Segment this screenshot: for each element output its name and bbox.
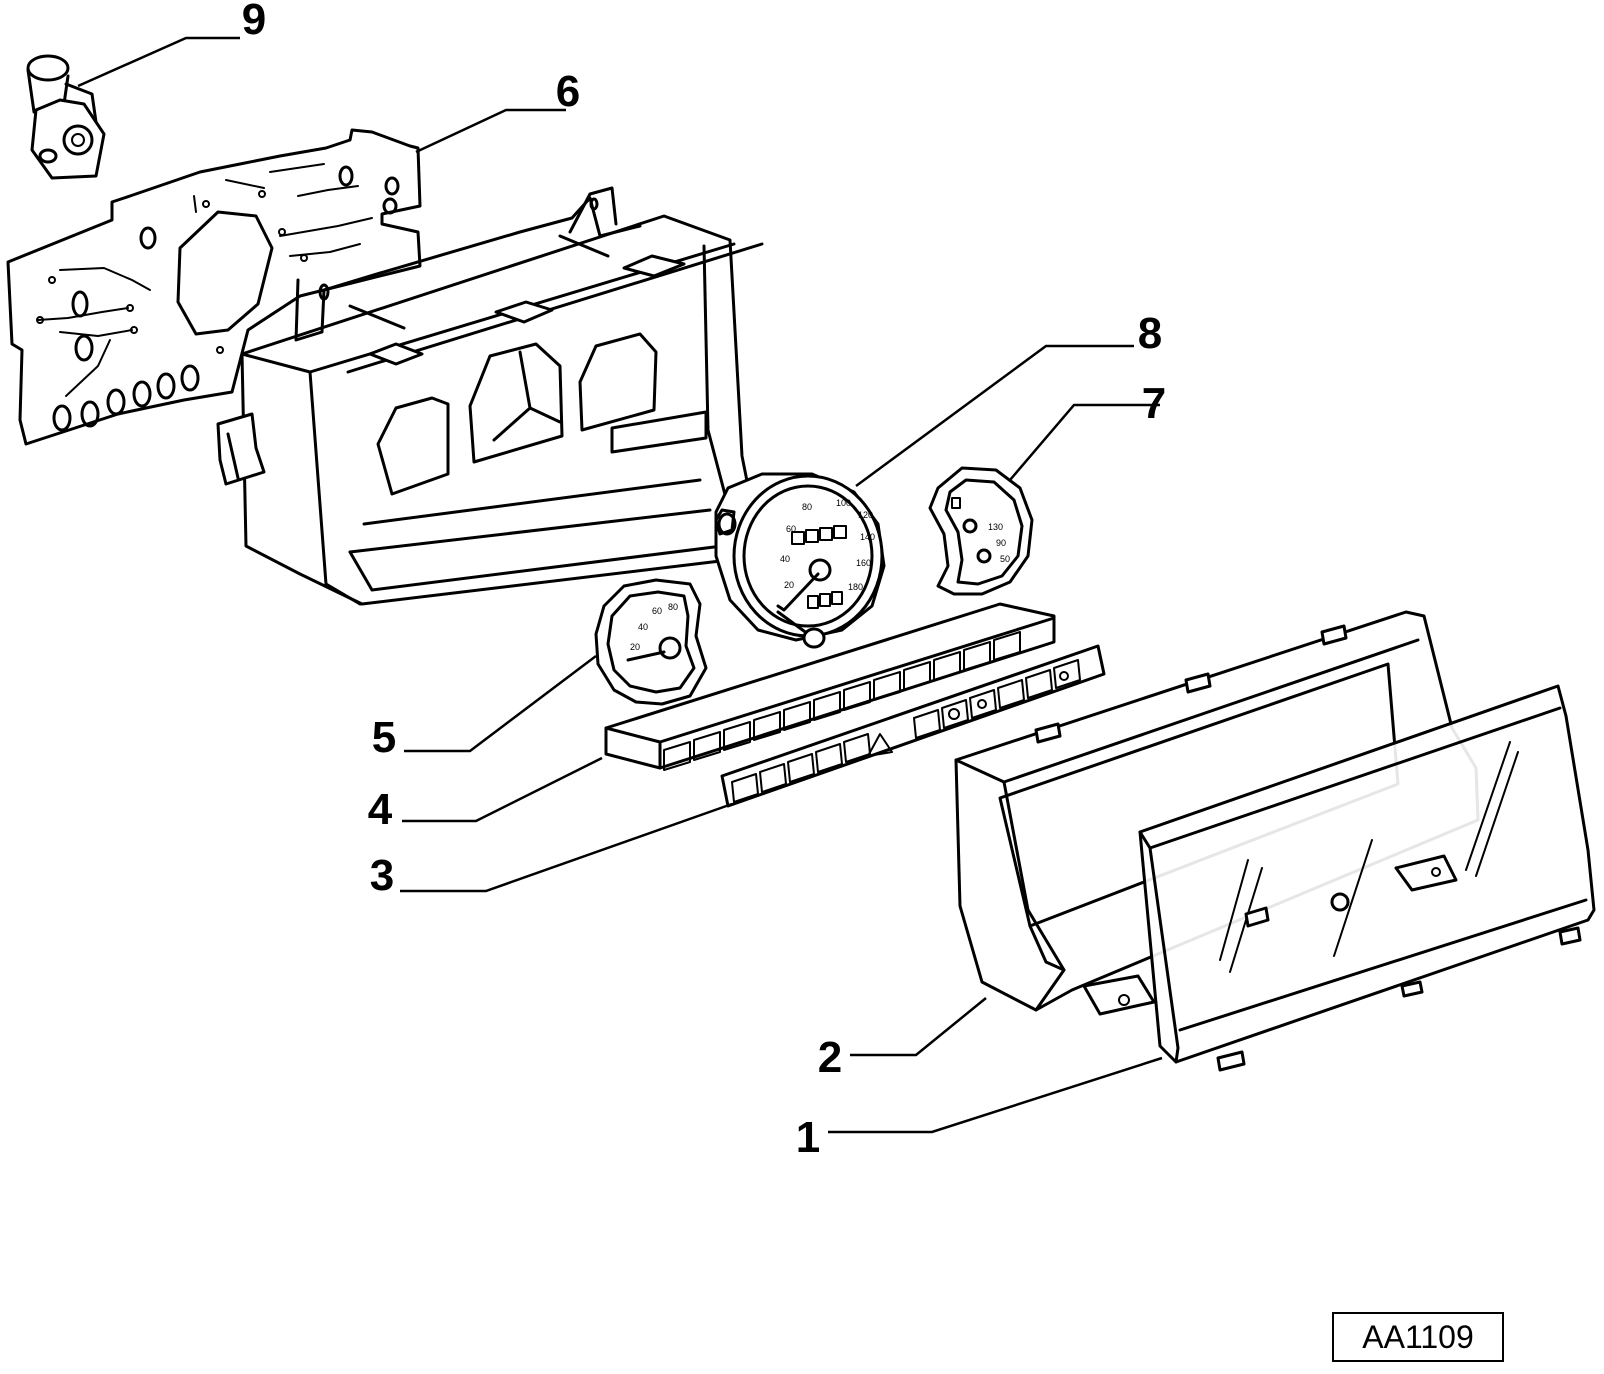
part-4-warning-light-housing <box>604 602 1056 771</box>
leader-lines <box>77 36 1163 1134</box>
callout-labels: 1 2 3 4 5 6 7 8 9 <box>242 0 1166 1162</box>
speedometer-scale: 20 40 60 80 100 120 140 160 180 <box>780 498 875 592</box>
speedo-mark-140: 140 <box>860 532 875 542</box>
leader-9 <box>77 36 240 88</box>
part-7-fuel-temperature-gauge: 130 90 50 <box>928 466 1034 596</box>
rev-mark-40: 40 <box>638 622 648 632</box>
speedo-mark-20: 20 <box>784 580 794 590</box>
part-5-rev-gauge: 20 40 60 80 <box>594 578 708 706</box>
leader-2 <box>850 997 987 1057</box>
leader-6 <box>415 108 566 154</box>
temp-mark-130: 130 <box>988 522 1003 532</box>
leader-7 <box>1009 403 1160 481</box>
callout-4: 4 <box>368 785 393 834</box>
speedo-mark-120: 120 <box>858 510 873 520</box>
rev-mark-20: 20 <box>630 642 640 652</box>
callout-8: 8 <box>1138 309 1162 358</box>
leader-3 <box>400 802 733 893</box>
leader-1 <box>828 1056 1163 1134</box>
speedo-mark-60: 60 <box>786 524 796 534</box>
rev-mark-80: 80 <box>668 602 678 612</box>
part-6-printed-circuit <box>6 128 422 446</box>
part-6-rear-housing <box>216 186 764 606</box>
callout-1: 1 <box>796 1113 820 1162</box>
temp-mark-90: 90 <box>996 538 1006 548</box>
callout-6: 6 <box>556 67 580 116</box>
callout-7: 7 <box>1142 379 1166 428</box>
rev-mark-60: 60 <box>652 606 662 616</box>
reference-code-box: AA1109 <box>1332 1312 1504 1362</box>
speedo-mark-180: 180 <box>848 582 863 592</box>
housing-cells <box>663 631 1021 771</box>
temp-mark-50: 50 <box>1000 554 1010 564</box>
speedo-mark-40: 40 <box>780 554 790 564</box>
part-8-speedometer: 20 40 60 80 100 120 140 160 180 <box>714 472 886 649</box>
part-1-clear-lens <box>1138 684 1596 1072</box>
speedo-mark-100: 100 <box>836 498 851 508</box>
pcb-holes <box>52 165 400 432</box>
part-3-symbol-strip <box>720 644 1106 808</box>
leader-4 <box>402 756 603 823</box>
speedo-mark-160: 160 <box>856 558 871 568</box>
reference-code: AA1109 <box>1362 1318 1474 1355</box>
callout-5: 5 <box>372 713 396 762</box>
pcb-tracks <box>36 163 373 397</box>
callout-2: 2 <box>818 1033 842 1082</box>
speedo-mark-80: 80 <box>802 502 812 512</box>
callout-3: 3 <box>370 851 394 900</box>
callout-9: 9 <box>242 0 266 44</box>
leader-8 <box>855 344 1134 488</box>
strip-symbol-cells <box>731 659 1081 803</box>
part-9-connector <box>26 54 106 180</box>
leader-5 <box>404 655 597 753</box>
